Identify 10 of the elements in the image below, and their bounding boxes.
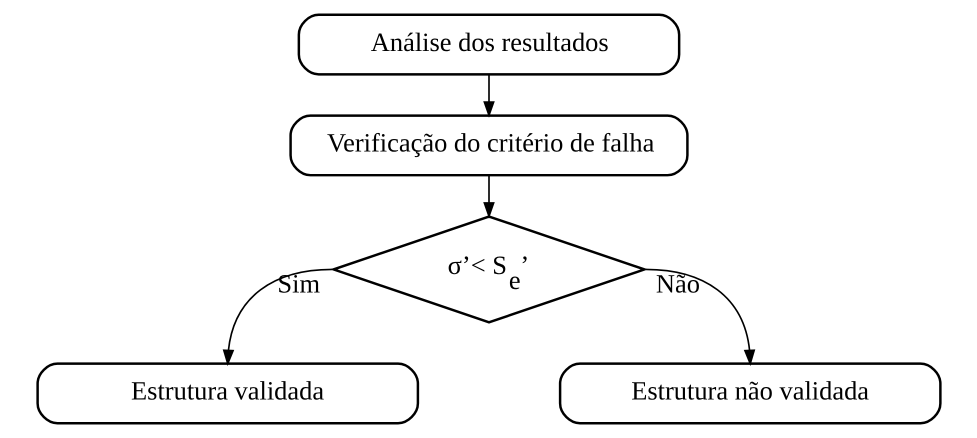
node-box: Estrutura validada — [36, 362, 419, 424]
arrow — [222, 268, 332, 366]
edge-label: Não — [655, 268, 700, 299]
edge-label: Sim — [276, 268, 320, 299]
arrow — [646, 268, 755, 366]
node-box: Verificação do critério de falha — [288, 114, 688, 176]
arrow — [482, 176, 494, 219]
node-box: Estrutura não validada — [558, 362, 942, 424]
arrow — [482, 74, 494, 118]
node-box: Análise dos resultados — [297, 14, 680, 76]
